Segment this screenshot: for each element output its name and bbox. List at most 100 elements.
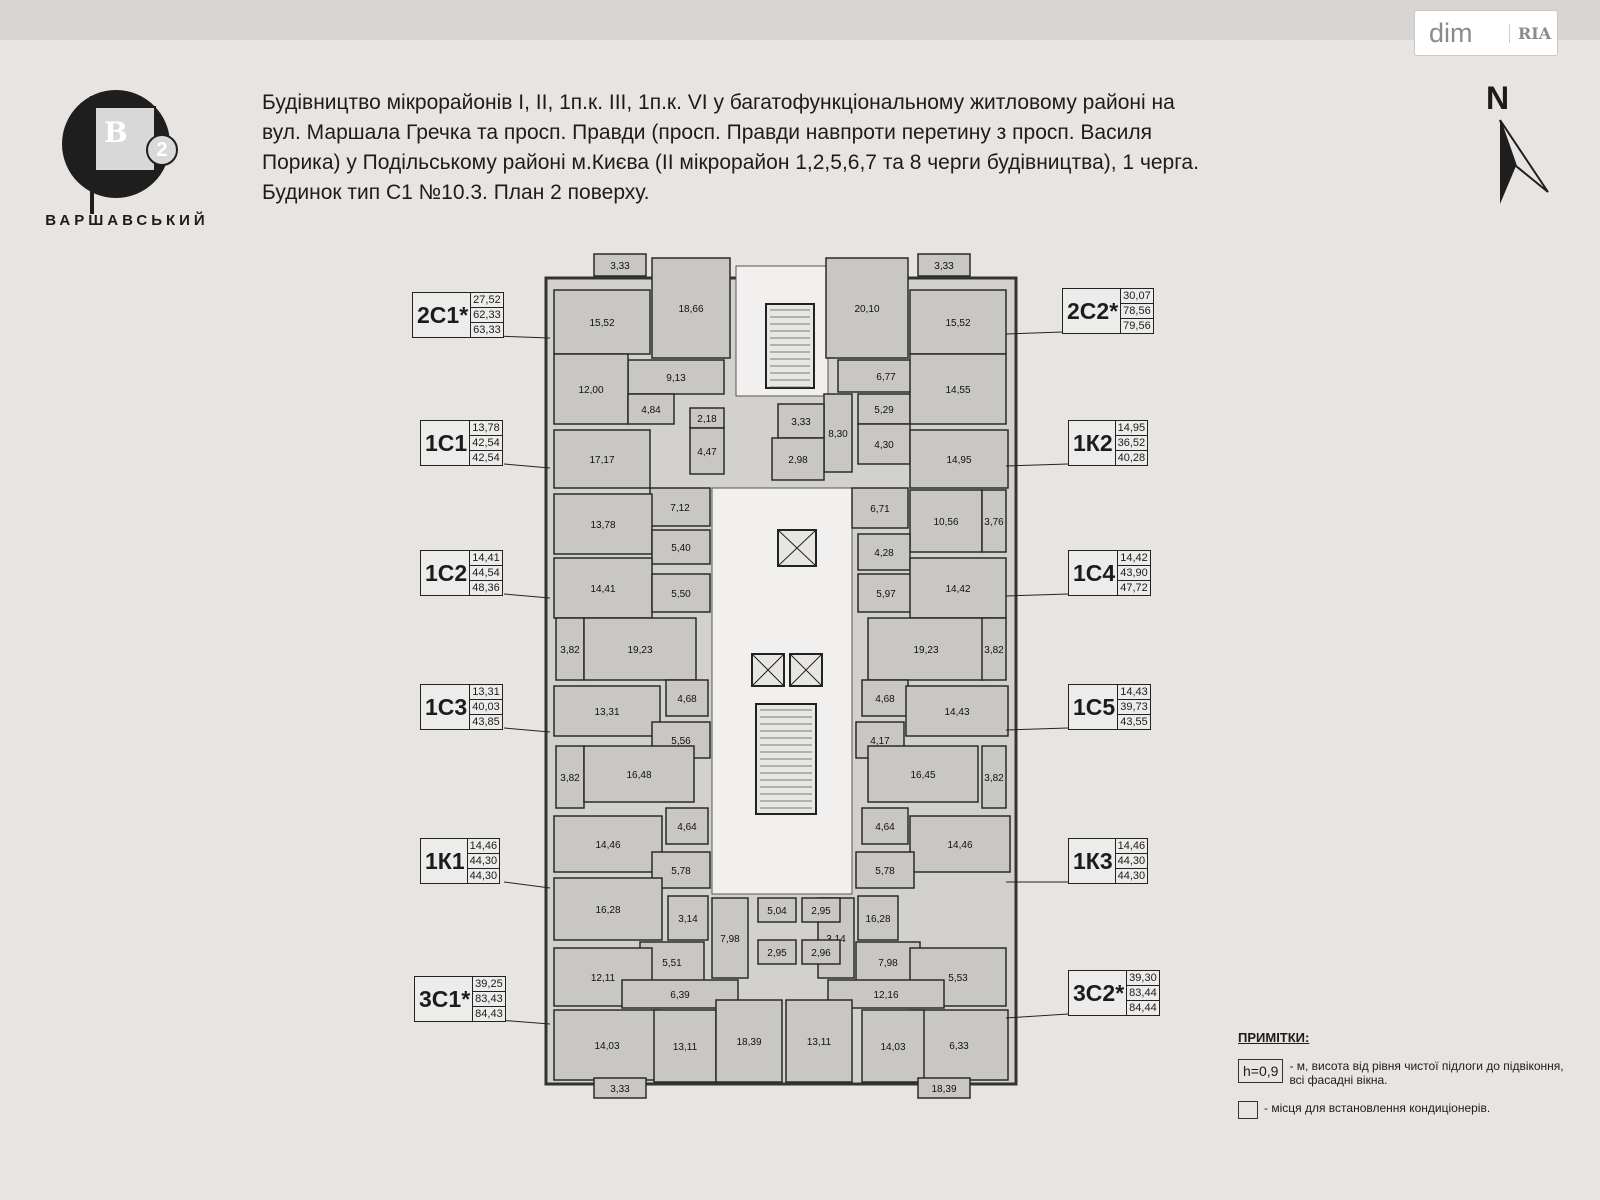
height-note-text: - м, висота від рівня чистої підлоги до … xyxy=(1289,1059,1564,1087)
room-area-label: 16,28 xyxy=(865,914,890,925)
room-area-label: 14,42 xyxy=(945,584,970,595)
room xyxy=(715,999,783,1083)
unit-area-value: 39,30 xyxy=(1127,972,1159,986)
room-area-label: 5,50 xyxy=(671,589,691,600)
unit-area-value: 44,54 xyxy=(470,567,502,581)
room-area-label: 5,56 xyxy=(671,736,691,747)
room-area-label: 4,64 xyxy=(875,822,895,833)
unit-leader-line xyxy=(503,881,551,889)
unit-leader-line xyxy=(503,463,551,469)
room-area-label: 15,52 xyxy=(589,318,614,329)
ac-box-icon xyxy=(1238,1101,1258,1119)
note-ac: - місця для встановлення кондиціонерів. xyxy=(1238,1101,1578,1119)
room-area-label: 14,43 xyxy=(944,707,969,718)
unit-area-value: 14,42 xyxy=(1118,552,1150,566)
room xyxy=(861,679,909,717)
developer-logo: B 2 ВАРШАВСЬКИЙ xyxy=(45,88,220,238)
room xyxy=(553,493,653,555)
unit-code: 1С3 xyxy=(421,685,471,729)
room-area-label: 5,97 xyxy=(876,589,896,600)
room xyxy=(771,437,825,481)
room xyxy=(651,529,711,565)
unit-leader-line xyxy=(497,1019,551,1025)
room xyxy=(553,1009,661,1081)
room xyxy=(711,897,749,979)
room-area-label: 9,13 xyxy=(666,373,686,384)
room-area-label: 3,33 xyxy=(791,417,811,428)
north-arrow-icon xyxy=(1499,119,1549,204)
unit-code: 1С2 xyxy=(421,551,471,595)
unit-area-value: 44,30 xyxy=(1115,855,1148,869)
room-area-label: 13,78 xyxy=(590,520,615,531)
room-area-label: 13,31 xyxy=(594,707,619,718)
room-area-label: 4,30 xyxy=(874,440,894,451)
notes-block: ПРИМІТКИ: h=0,9 - м, висота від рівня чи… xyxy=(1238,1030,1578,1119)
room xyxy=(909,557,1007,619)
room xyxy=(665,679,709,717)
unit-leader-line xyxy=(1005,1013,1069,1019)
unit-area-value: 44,30 xyxy=(467,855,500,869)
unit-area-value: 44,30 xyxy=(1117,870,1146,882)
logo-letter: B xyxy=(104,116,128,149)
room xyxy=(555,617,585,681)
room-area-label: 6,39 xyxy=(670,990,690,1001)
room-area-label: 13,11 xyxy=(807,1037,832,1048)
room xyxy=(801,939,841,965)
room-area-label: 5,53 xyxy=(948,973,968,984)
room-area-label: 7,98 xyxy=(720,934,740,945)
unit-area-value: 43,85 xyxy=(472,716,500,728)
room-area-label: 14,55 xyxy=(945,385,970,396)
room xyxy=(855,851,915,889)
room-area-label: 15,52 xyxy=(945,318,970,329)
room xyxy=(851,487,909,529)
unit-code: 1К1 xyxy=(421,839,468,883)
room-area-label: 3,33 xyxy=(610,261,630,272)
room-area-label: 12,11 xyxy=(591,973,616,984)
room-area-label: 8,30 xyxy=(828,429,848,440)
room-area-label: 7,98 xyxy=(878,958,898,969)
room xyxy=(905,685,1009,737)
room xyxy=(689,427,725,475)
room-area-label: 4,47 xyxy=(697,447,717,458)
title-line: вул. Маршала Гречка та просп. Правди (пр… xyxy=(262,121,1152,144)
room-area-label: 5,78 xyxy=(875,866,895,877)
room xyxy=(801,897,841,923)
unit-leader-line xyxy=(1005,727,1069,731)
room xyxy=(981,617,1007,681)
room-area-label: 18,39 xyxy=(931,1084,956,1095)
room xyxy=(857,423,911,465)
room-area-label: 10,56 xyxy=(933,517,958,528)
unit-area-value: 44,30 xyxy=(469,870,498,882)
room xyxy=(981,745,1007,809)
room xyxy=(917,1077,971,1099)
room-area-label: 19,23 xyxy=(627,645,652,656)
unit-area-value: 62,33 xyxy=(471,309,503,323)
height-mark: h=0,9 xyxy=(1238,1059,1284,1083)
north-label: N xyxy=(1486,80,1510,116)
room xyxy=(909,489,983,553)
logo-number: 2 xyxy=(146,134,178,166)
room xyxy=(555,745,585,809)
watermark-brand: RIA xyxy=(1509,23,1551,43)
unit-area-value: 83,44 xyxy=(1127,987,1159,1001)
plan-title: Будівництво мікрорайонів I, II, 1п.к. II… xyxy=(262,88,1422,208)
unit-code: 2С1* xyxy=(413,293,472,337)
room-area-label: 2,95 xyxy=(767,948,787,959)
room-area-label: 2,18 xyxy=(697,414,717,425)
unit-area-value: 27,52 xyxy=(471,294,503,308)
room-area-label: 14,03 xyxy=(594,1041,619,1052)
room-area-label: 14,95 xyxy=(946,455,971,466)
unit-area-value: 14,46 xyxy=(467,840,500,854)
title-line: Порика) у Подільському районі м.Києва (I… xyxy=(262,151,1199,174)
unit-leader-line xyxy=(1005,593,1069,597)
